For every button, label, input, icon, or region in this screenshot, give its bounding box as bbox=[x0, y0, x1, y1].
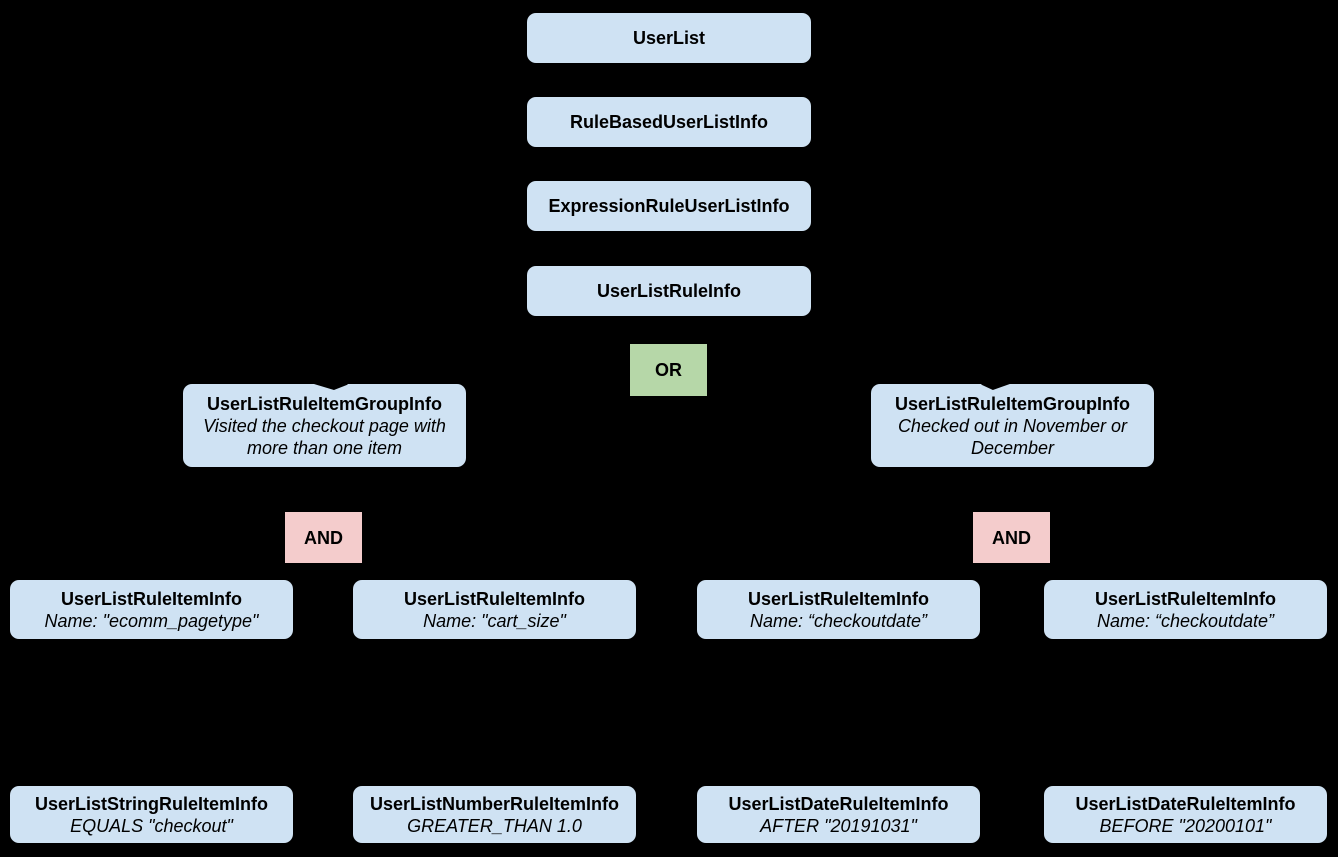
group-left-description: Visited the checkout page with more than… bbox=[203, 415, 446, 458]
node-expression-rule-user-list-info-label: ExpressionRuleUserListInfo bbox=[548, 196, 790, 216]
node-or-operator: OR bbox=[630, 344, 707, 396]
node-date-rule-item-after: UserListDateRuleItemInfo AFTER "20191031… bbox=[697, 786, 980, 843]
group-right-description: Checked out in November or December bbox=[897, 415, 1128, 458]
node-expression-rule-user-list-info: ExpressionRuleUserListInfo bbox=[527, 181, 811, 231]
rule-item-ecomm-pagetype-label: UserListRuleItemInfo bbox=[60, 588, 243, 609]
node-rule-item-checkoutdate-after: UserListRuleItemInfo Name: “checkoutdate… bbox=[697, 580, 980, 639]
rule-item-ecomm-pagetype-name: Name: "ecomm_pagetype" bbox=[44, 610, 259, 631]
rule-item-checkoutdate-before-name: Name: “checkoutdate” bbox=[1096, 610, 1275, 631]
and-left-label: AND bbox=[304, 527, 343, 548]
node-user-list-rule-info: UserListRuleInfo bbox=[527, 266, 811, 316]
connector-arrowhead-left bbox=[309, 380, 348, 390]
rule-item-checkoutdate-after-label: UserListRuleItemInfo bbox=[747, 588, 930, 609]
group-right-label: UserListRuleItemGroupInfo bbox=[894, 393, 1131, 414]
node-rule-based-user-list-info-label: RuleBasedUserListInfo bbox=[569, 112, 769, 132]
node-rule-item-ecomm-pagetype: UserListRuleItemInfo Name: "ecomm_pagety… bbox=[10, 580, 293, 639]
date-rule-item-after-label: UserListDateRuleItemInfo bbox=[728, 793, 949, 814]
number-rule-item-operator: GREATER_THAN 1.0 bbox=[407, 815, 582, 836]
or-operator-label: OR bbox=[655, 360, 682, 380]
node-and-operator-right: AND bbox=[973, 512, 1050, 563]
rule-item-cart-size-label: UserListRuleItemInfo bbox=[403, 588, 586, 609]
node-userlist: UserList bbox=[527, 13, 811, 63]
node-rule-item-group-left: UserListRuleItemGroupInfo Visited the ch… bbox=[183, 384, 466, 467]
node-userlist-label: UserList bbox=[632, 28, 706, 48]
node-user-list-rule-info-label: UserListRuleInfo bbox=[596, 281, 742, 301]
rule-item-cart-size-name: Name: "cart_size" bbox=[423, 610, 566, 631]
group-left-label: UserListRuleItemGroupInfo bbox=[206, 393, 443, 414]
and-right-label: AND bbox=[992, 527, 1031, 548]
node-string-rule-item: UserListStringRuleItemInfo EQUALS "check… bbox=[10, 786, 293, 843]
date-rule-item-before-operator: BEFORE "20200101" bbox=[1099, 815, 1272, 836]
node-rule-item-checkoutdate-before: UserListRuleItemInfo Name: “checkoutdate… bbox=[1044, 580, 1327, 639]
node-rule-item-group-right: UserListRuleItemGroupInfo Checked out in… bbox=[871, 384, 1154, 467]
number-rule-item-label: UserListNumberRuleItemInfo bbox=[369, 793, 620, 814]
string-rule-item-label: UserListStringRuleItemInfo bbox=[34, 793, 269, 814]
date-rule-item-before-label: UserListDateRuleItemInfo bbox=[1075, 793, 1296, 814]
rule-item-checkoutdate-before-label: UserListRuleItemInfo bbox=[1094, 588, 1277, 609]
string-rule-item-operator: EQUALS "checkout" bbox=[70, 815, 233, 836]
connector-arrowhead-right bbox=[981, 380, 1014, 390]
node-and-operator-left: AND bbox=[285, 512, 362, 563]
node-number-rule-item: UserListNumberRuleItemInfo GREATER_THAN … bbox=[353, 786, 636, 843]
node-rule-item-cart-size: UserListRuleItemInfo Name: "cart_size" bbox=[353, 580, 636, 639]
rule-item-checkoutdate-after-name: Name: “checkoutdate” bbox=[749, 610, 928, 631]
node-date-rule-item-before: UserListDateRuleItemInfo BEFORE "2020010… bbox=[1044, 786, 1327, 843]
node-rule-based-user-list-info: RuleBasedUserListInfo bbox=[527, 97, 811, 147]
date-rule-item-after-operator: AFTER "20191031" bbox=[760, 815, 917, 836]
